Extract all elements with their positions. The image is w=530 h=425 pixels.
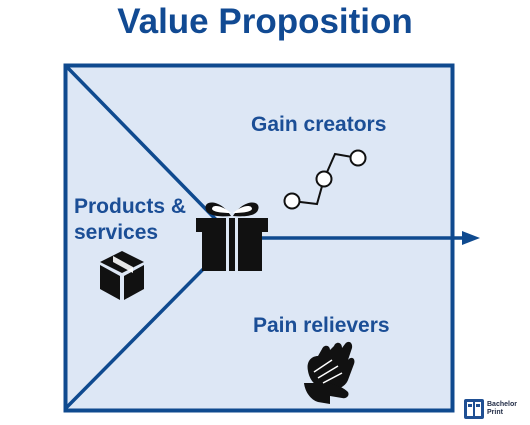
logo-text: Bachelor Print xyxy=(487,401,517,417)
hands-icon xyxy=(304,341,355,404)
divider-upper xyxy=(64,64,234,238)
line-chart-icon xyxy=(283,149,367,210)
page-title: Value Proposition xyxy=(117,2,413,41)
box-icon xyxy=(100,251,144,300)
bachelorprint-logo xyxy=(464,399,484,419)
gain-creators-label: Gain creators xyxy=(251,113,387,136)
logo-line-2: Print xyxy=(487,409,503,416)
logo-line-1: Bachelor xyxy=(487,401,517,408)
products-services-label: Products & services xyxy=(74,195,187,245)
gift-icon xyxy=(196,202,268,271)
pain-relievers-label: Pain relievers xyxy=(253,314,390,337)
arrow-head xyxy=(462,231,480,245)
